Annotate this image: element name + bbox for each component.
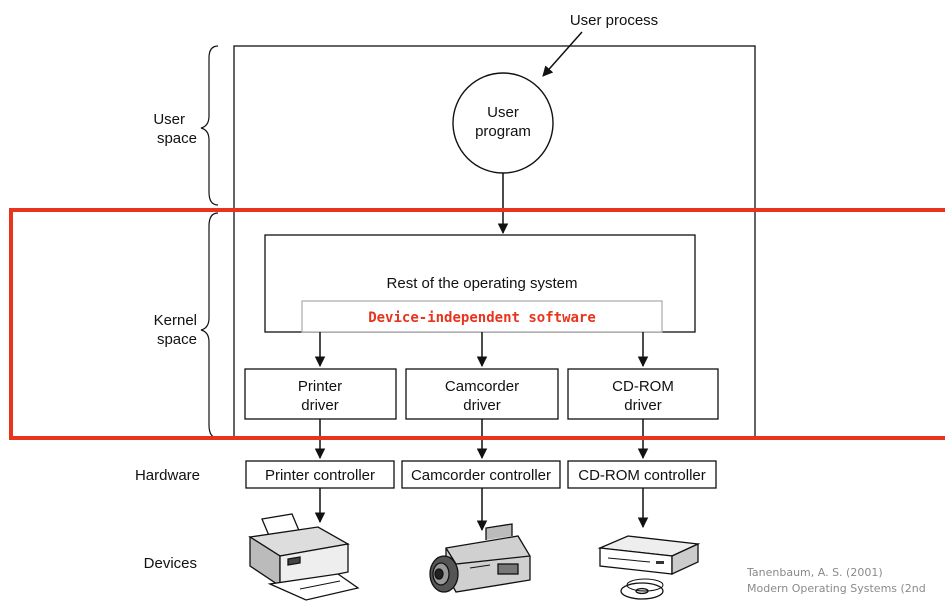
- printer-icon: [248, 513, 360, 601]
- citation-line1: Tanenbaum, A. S. (2001): [746, 566, 883, 579]
- printer-controller-label: Printer controller: [265, 467, 375, 484]
- kernel-space-label-line1: Kernel: [154, 312, 197, 329]
- camcorder-controller-box: [401, 460, 561, 489]
- printer-driver-line2: driver: [301, 397, 339, 414]
- user-space-label-line1: User: [153, 111, 185, 128]
- os-box-label: Rest of the operating system: [387, 275, 578, 292]
- devices-label: Devices: [144, 555, 197, 572]
- user-process-arrow: [542, 31, 583, 77]
- camcorder-driver-line2: driver: [463, 397, 501, 414]
- cdrom-driver-line1: CD-ROM: [612, 378, 674, 395]
- camcorder-icon: [429, 523, 531, 593]
- cdrom-driver-box: [567, 368, 719, 420]
- user-program-line1: User: [487, 104, 519, 121]
- camcorder-driver-box: [405, 368, 559, 420]
- kernel-highlight-box: [9, 208, 945, 440]
- camcorder-controller-label: Camcorder controller: [411, 467, 551, 484]
- printer-driver-box: [244, 368, 397, 420]
- cdrom-driver-line2: driver: [624, 397, 662, 414]
- user-space-label-line2: space: [157, 130, 197, 147]
- user-process-label: User process: [570, 12, 658, 29]
- kernel-space-label-line2: space: [157, 331, 197, 348]
- camcorder-driver-line1: Camcorder: [445, 378, 519, 395]
- printer-controller-box: [245, 460, 395, 489]
- device-independent-label: Device-independent software: [368, 310, 596, 326]
- cdrom-controller-label: CD-ROM controller: [578, 467, 706, 484]
- hardware-label: Hardware: [135, 467, 200, 484]
- cdrom-drive-icon: [597, 535, 701, 600]
- kernel-space-brace: [200, 212, 219, 439]
- citation-line2: Modern Operating Systems (2nd: [747, 582, 926, 595]
- user-space-brace: [200, 45, 219, 206]
- cdrom-controller-box: [567, 460, 717, 489]
- printer-driver-line1: Printer: [298, 378, 342, 395]
- user-program-line2: program: [475, 123, 531, 140]
